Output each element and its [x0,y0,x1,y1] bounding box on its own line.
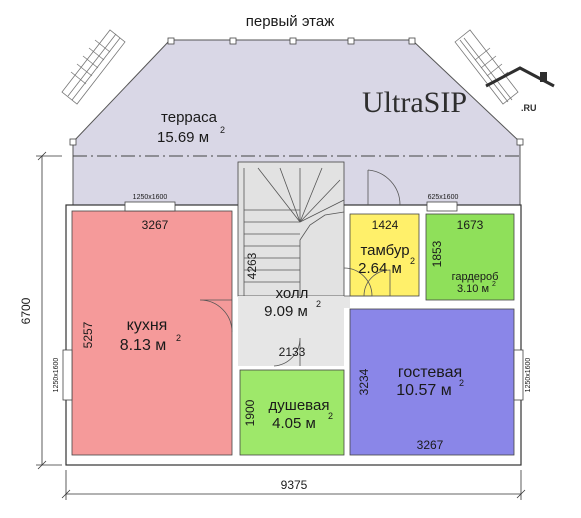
kitchen-name: кухня [127,317,168,334]
logo-suffix-text: .RU [521,103,537,113]
windows [62,201,524,401]
shower-room [239,369,345,456]
left-entry-stairs [61,29,126,105]
vestibule-name: тамбур [360,242,409,259]
kitchen-area-sup: 2 [176,333,181,343]
dim-total-height: 6700 [19,297,33,324]
guest-area-sup: 2 [459,378,464,388]
shower-name: душевая [269,397,330,414]
dim-shower-height: 1900 [243,399,257,426]
kitchen-room [71,210,233,456]
dim-vestibule-height: 1853 [430,240,444,267]
dim-total-width: 9375 [281,478,308,492]
overall-dimension-lines [36,151,526,500]
shower-area: 4.05 м [272,415,316,432]
logo-main-text: UltraSIP [362,86,467,119]
guest-name: гостевая [398,364,462,381]
spiral-staircase [243,167,345,296]
window-label-top-left: 1250x1600 [133,194,168,201]
kitchen-area: 8.13 м [120,337,167,354]
terrace-railing-posts [69,37,524,146]
wardrobe-name: гардероб [452,271,499,283]
wardrobe-room [425,213,515,301]
dim-kitchen-height: 5257 [81,321,95,348]
dim-guest-height: 3234 [357,368,371,395]
window-label-left: 1250x1600 [53,358,60,393]
doors [199,169,401,367]
terrace-name: терраса [161,109,218,126]
dim-vestibule-width: 1424 [372,218,399,232]
ultrasip-logo: UltraSIP .RU [362,66,555,119]
window-label-top-right: 625x1600 [428,194,459,201]
vestibule-room [349,213,420,297]
wardrobe-area: 3.10 м [457,283,489,295]
wardrobe-area-sup: 2 [492,281,496,288]
hall-area: 9.09 м [264,303,308,320]
hall-area-sup: 2 [316,299,321,309]
hall-name: холл [276,285,309,302]
hall-right-strip [344,296,350,308]
dim-hall-width: 2133 [279,345,306,359]
dim-stair-height: 4263 [245,252,259,279]
dim-kitchen-width: 3267 [142,218,169,232]
plan-title: первый этаж [246,13,335,30]
guest-area: 10.57 м [396,382,451,399]
dim-wardrobe-width: 1673 [457,218,484,232]
window-label-right: 1250x1600 [525,358,532,393]
terrace-area-sup: 2 [220,125,225,135]
vestibule-area-sup: 2 [410,256,415,266]
vestibule-area: 2.64 м [358,260,402,277]
dim-guest-width: 3267 [417,438,444,452]
terrace-area-label: 15.69 м [157,129,209,146]
hall-room [238,296,344,366]
shower-area-sup: 2 [328,411,333,421]
